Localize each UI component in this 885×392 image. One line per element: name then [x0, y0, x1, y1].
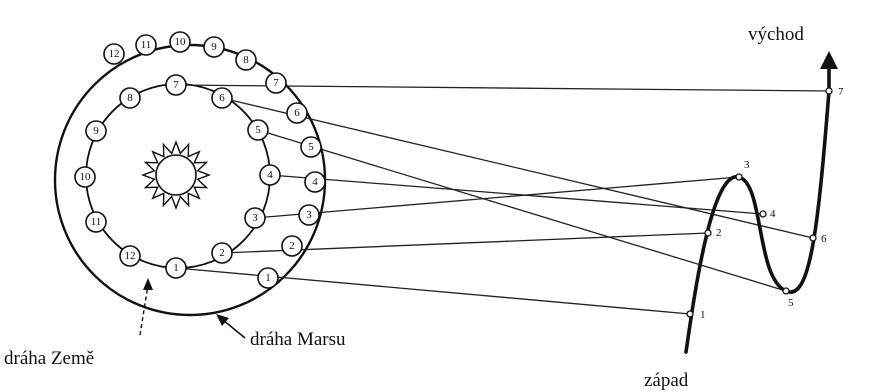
earth-marker-9: 9	[85, 120, 107, 142]
earth-marker-2: 2	[211, 242, 233, 264]
sight-line-1	[175, 267, 691, 315]
svg-text:3: 3	[252, 212, 258, 224]
mars-marker-11: 11	[135, 34, 157, 56]
svg-text:4: 4	[312, 176, 318, 188]
mars-marker-5: 5	[300, 136, 322, 158]
sky-label-1: 1	[700, 309, 706, 321]
earth-marker-8: 8	[119, 87, 141, 109]
svg-text:11: 11	[141, 39, 152, 51]
east-label: východ	[748, 24, 804, 45]
mars-marker-3: 3	[298, 204, 320, 226]
earth-marker-10: 10	[74, 166, 96, 188]
earth-orbit-label: dráha Země	[4, 348, 94, 369]
svg-text:12: 12	[109, 48, 120, 60]
west-label: západ	[644, 370, 689, 391]
mars-positions: 1 2 3 4 5 6 7 8 9 10 11 12	[103, 31, 326, 289]
svg-text:4: 4	[267, 169, 273, 181]
svg-text:8: 8	[243, 54, 249, 66]
sight-line-2	[221, 232, 709, 254]
earth-marker-12: 12	[119, 245, 141, 267]
mars-marker-10: 10	[169, 31, 191, 53]
svg-text:2: 2	[289, 240, 295, 252]
mars-orbit-label: dráha Marsu	[250, 329, 346, 350]
earth-orbit-pointer	[139, 278, 153, 336]
svg-text:11: 11	[91, 216, 102, 228]
mars-marker-7: 7	[265, 72, 287, 94]
svg-text:1: 1	[173, 262, 179, 274]
earth-marker-1: 1	[165, 257, 187, 279]
svg-text:3: 3	[306, 209, 312, 221]
sight-line-6	[221, 97, 814, 239]
mars-marker-4: 4	[304, 171, 326, 193]
sky-label-7: 7	[838, 86, 844, 98]
svg-text:10: 10	[175, 36, 187, 48]
earth-marker-5: 5	[247, 119, 269, 141]
mars-orbit-pointer	[216, 314, 246, 339]
earth-marker-11: 11	[85, 211, 107, 233]
svg-text:5: 5	[308, 141, 314, 153]
svg-text:8: 8	[127, 92, 133, 104]
svg-text:9: 9	[211, 41, 217, 53]
svg-text:1: 1	[265, 272, 271, 284]
mars-marker-2: 2	[281, 235, 303, 257]
svg-text:7: 7	[173, 79, 179, 91]
apparent-mars-path	[684, 51, 838, 354]
earth-marker-3: 3	[244, 207, 266, 229]
sight-line-3	[254, 176, 740, 219]
sky-label-2: 2	[716, 227, 722, 239]
sight-line-5	[257, 129, 787, 292]
svg-text:9: 9	[93, 125, 99, 137]
svg-text:2: 2	[219, 247, 225, 259]
sky-label-4: 4	[770, 208, 776, 220]
mars-marker-6: 6	[286, 102, 308, 124]
mars-marker-9: 9	[203, 36, 225, 58]
earth-positions: 1 2 3 4 5 6 7 8 9 10 11 12	[74, 74, 281, 279]
svg-text:5: 5	[255, 124, 261, 136]
sky-positions: 1 2 3 4 5 6 7	[686, 86, 844, 321]
earth-marker-7: 7	[165, 74, 187, 96]
sky-label-6: 6	[821, 233, 827, 245]
svg-text:10: 10	[80, 171, 92, 183]
svg-text:7: 7	[273, 77, 279, 89]
svg-text:6: 6	[219, 92, 225, 104]
sky-label-3: 3	[744, 159, 750, 171]
svg-text:6: 6	[294, 107, 300, 119]
sun-icon	[141, 140, 211, 210]
mars-marker-12: 12	[103, 43, 125, 65]
earth-marker-6: 6	[211, 87, 233, 109]
sight-line-4	[269, 174, 764, 215]
mars-marker-8: 8	[235, 49, 257, 71]
sky-label-5: 5	[788, 297, 794, 309]
svg-text:12: 12	[125, 250, 136, 262]
mars-marker-1: 1	[257, 267, 279, 289]
earth-marker-4: 4	[259, 164, 281, 186]
